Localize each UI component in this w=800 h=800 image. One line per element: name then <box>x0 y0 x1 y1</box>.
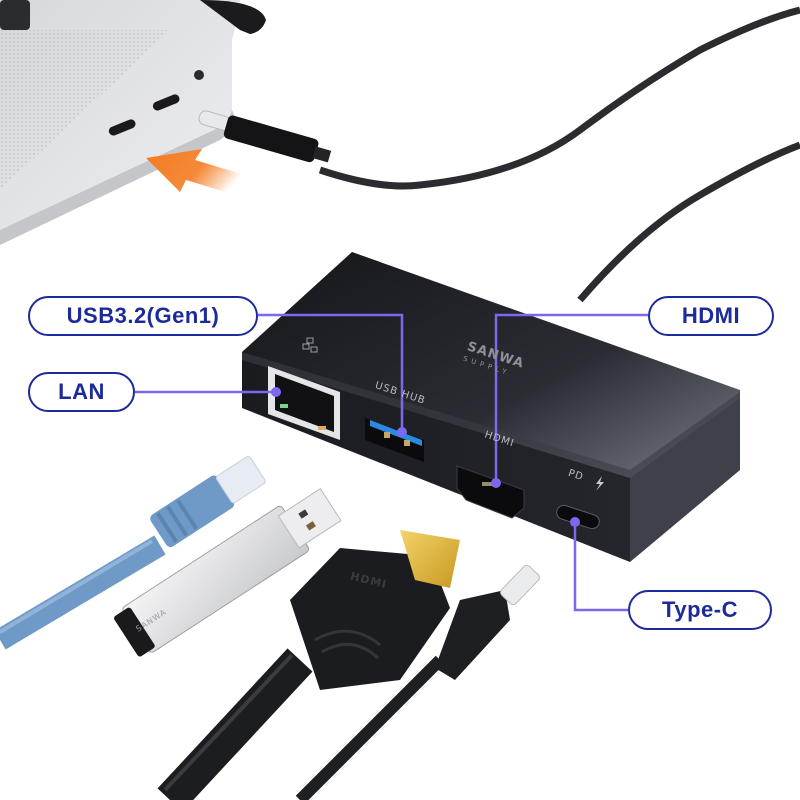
usb-c-cable <box>295 564 540 800</box>
usb-c-port-icon <box>152 94 180 111</box>
hdmi-cable <box>157 530 460 800</box>
usb-flash-drive <box>114 488 342 657</box>
lan-port <box>268 366 340 440</box>
network-icon <box>302 337 318 353</box>
lan-cable <box>0 456 266 650</box>
usb-c-port-icon <box>108 119 136 136</box>
laptop <box>0 0 266 245</box>
hdmi-port <box>456 465 525 519</box>
usb-a-port <box>365 418 424 462</box>
arrow-up-left-icon <box>146 149 248 196</box>
usb-hub <box>242 252 740 562</box>
lightning-icon <box>596 476 604 491</box>
callout-usb: USB3.2(Gen1) <box>28 296 258 336</box>
callout-hdmi: HDMI <box>648 296 774 336</box>
hub-usb-c-cable <box>198 6 800 303</box>
audio-jack-icon <box>194 70 204 80</box>
leader-lines <box>135 313 648 612</box>
leader-dots <box>271 387 580 527</box>
callout-lan: LAN <box>28 372 135 412</box>
callout-type-c: Type-C <box>628 590 772 630</box>
